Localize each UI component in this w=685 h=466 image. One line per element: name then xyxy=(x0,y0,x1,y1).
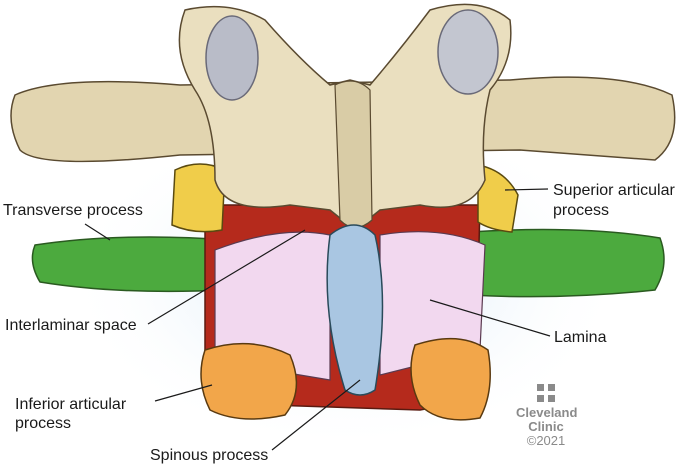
cleveland-clinic-logo: Cleveland Clinic ©2021 xyxy=(516,384,578,448)
label-superior-articular-2: process xyxy=(553,202,610,219)
facet-left xyxy=(205,15,259,101)
label-spinous-process: Spinous process xyxy=(150,447,269,464)
superior-articular-right xyxy=(477,164,519,233)
label-transverse-process: Transverse process xyxy=(3,202,143,219)
superior-articular-left xyxy=(171,163,226,233)
facet-right xyxy=(437,9,499,95)
inferior-articular-left xyxy=(200,342,298,420)
transverse-process-right xyxy=(469,228,665,298)
central-ridge xyxy=(334,80,373,229)
label-inferior-articular-2: process xyxy=(15,415,72,432)
label-lamina: Lamina xyxy=(554,329,607,346)
spinous-process xyxy=(326,224,384,396)
logo-line1: Cleveland xyxy=(516,405,578,420)
label-inferior-articular-1: Inferior articular xyxy=(15,396,127,413)
logo-line2: Clinic xyxy=(528,419,564,434)
leader-lines xyxy=(84,188,551,451)
label-interlaminar-space: Interlaminar space xyxy=(5,317,137,334)
label-superior-articular-1: Superior articular xyxy=(553,182,675,199)
transverse-process-left xyxy=(31,236,231,293)
logo-copyright: ©2021 xyxy=(526,433,566,448)
inferior-articular-right xyxy=(410,337,491,421)
logo-mark-icon xyxy=(537,384,555,402)
